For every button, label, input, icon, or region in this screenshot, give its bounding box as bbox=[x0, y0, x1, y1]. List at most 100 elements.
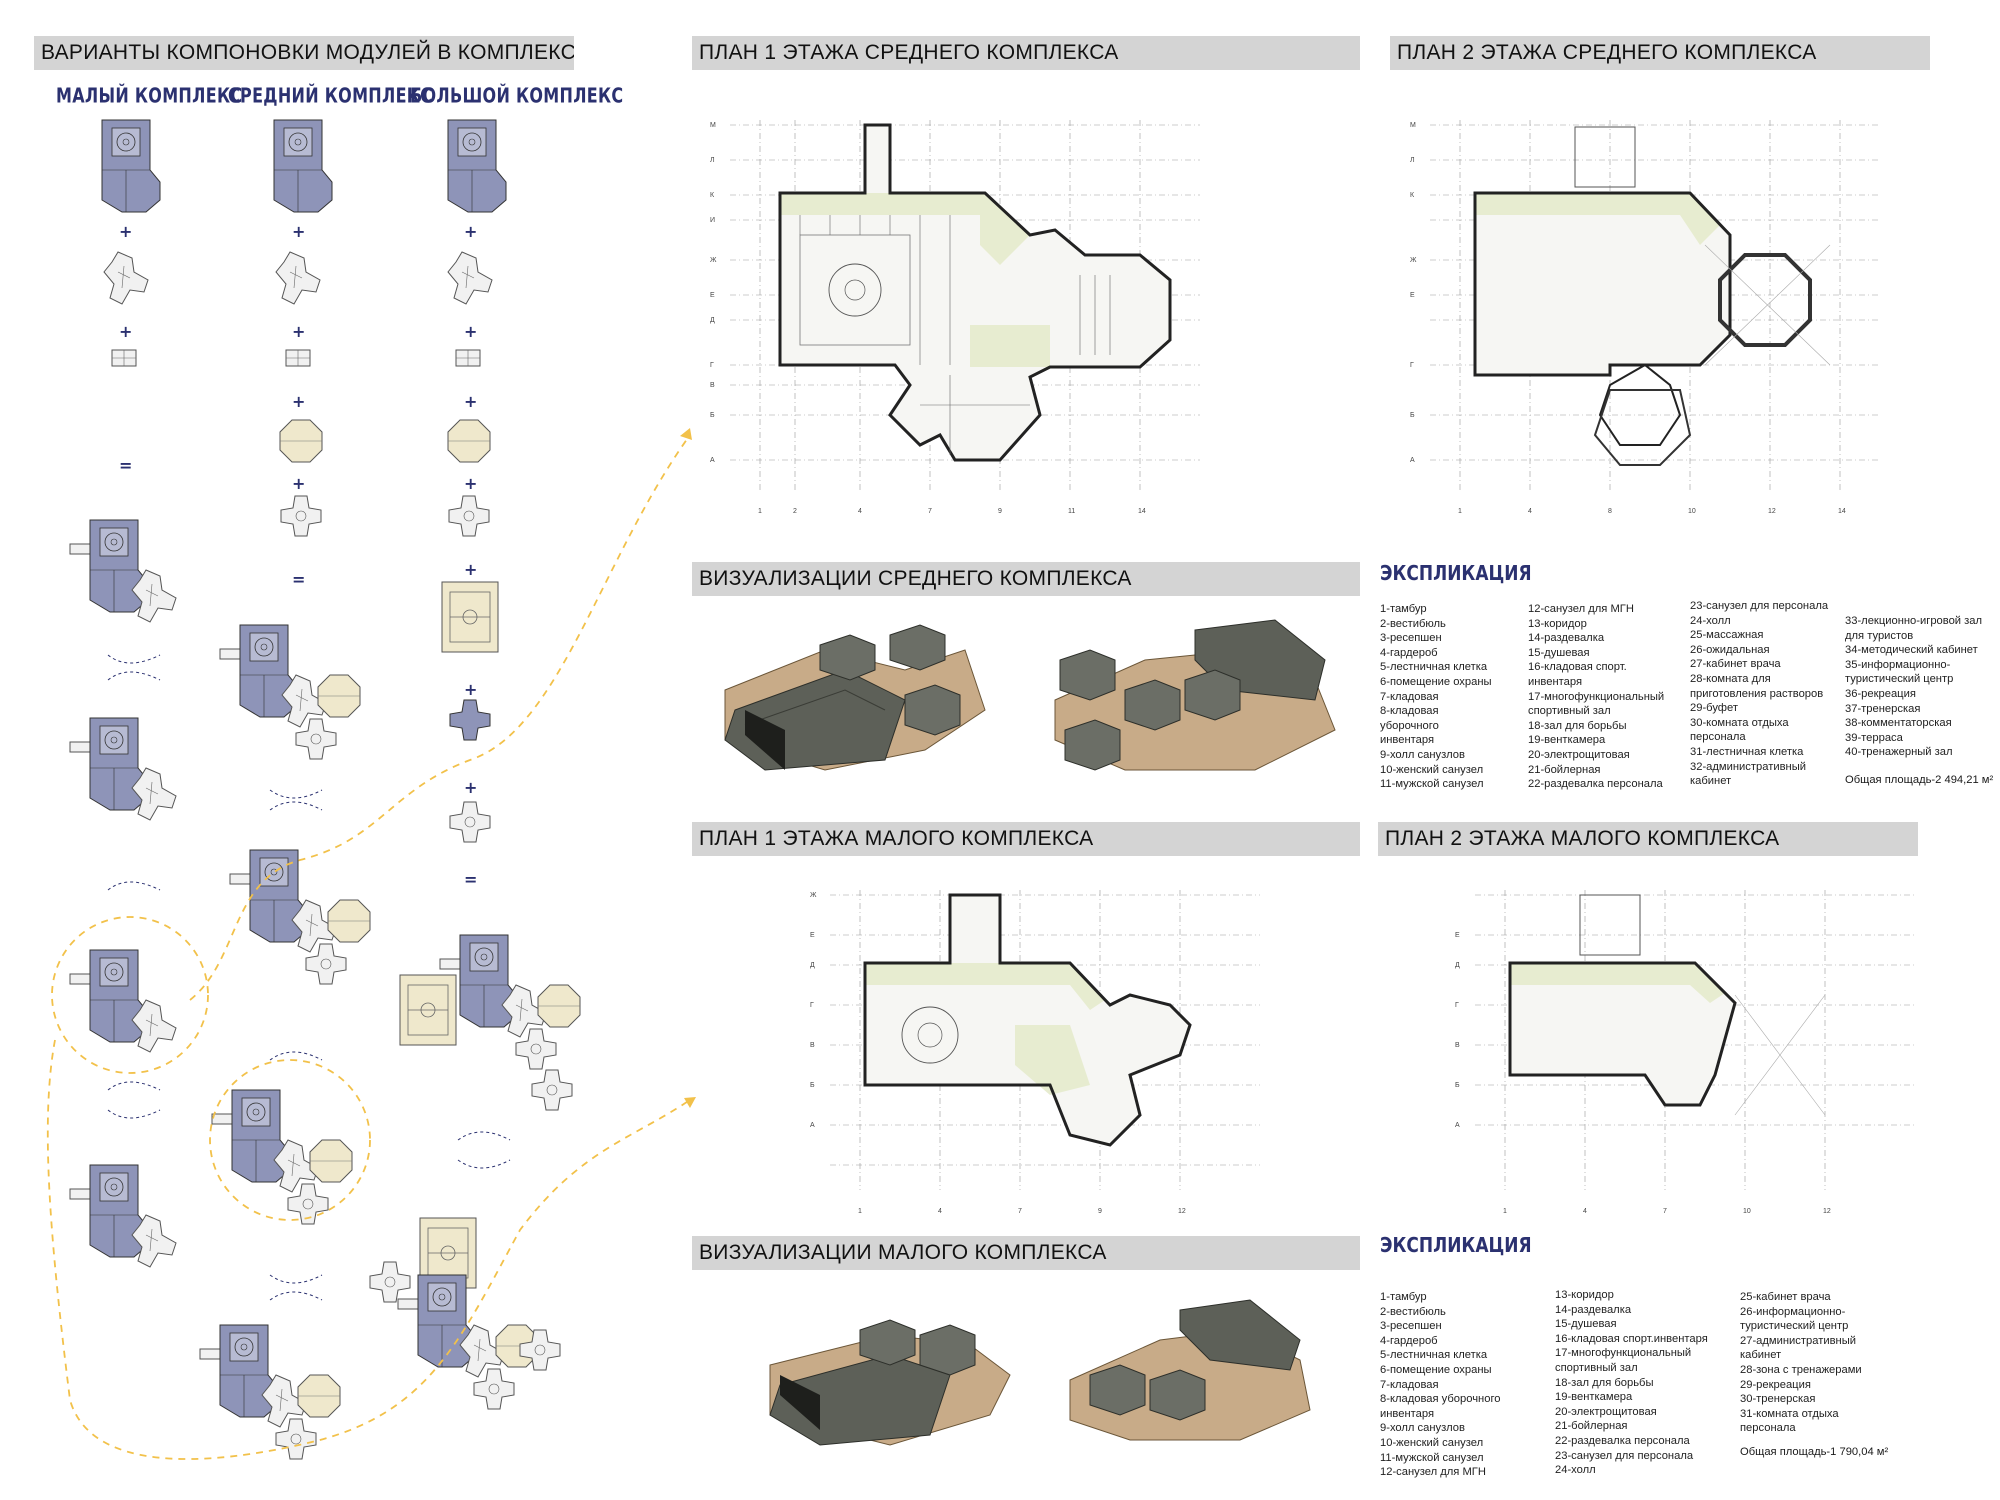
svg-text:В: В bbox=[810, 1042, 815, 1049]
svg-text:А: А bbox=[1455, 1122, 1460, 1129]
svg-text:9: 9 bbox=[1098, 1208, 1102, 1215]
svg-text:Б: Б bbox=[1410, 412, 1415, 419]
header-vis-mid: ВИЗУАЛИЗАЦИИ СРЕДНЕГО КОМПЛЕКСА bbox=[692, 562, 1360, 596]
svg-text:Г: Г bbox=[1455, 1002, 1459, 1009]
svg-text:14: 14 bbox=[1138, 508, 1146, 515]
visualization-mid-left bbox=[724, 624, 986, 771]
svg-text:8: 8 bbox=[1608, 508, 1612, 515]
column-head-small: МАЛЫЙ КОМПЛЕКС bbox=[56, 83, 243, 108]
svg-text:4: 4 bbox=[1528, 508, 1532, 515]
svg-text:1: 1 bbox=[1503, 1208, 1507, 1215]
svg-text:Д: Д bbox=[710, 317, 715, 324]
header-plan2-mid: ПЛАН 2 ЭТАЖА СРЕДНЕГО КОМПЛЕКСА bbox=[1390, 36, 1930, 70]
svg-text:Г: Г bbox=[1410, 362, 1414, 369]
svg-text:4: 4 bbox=[938, 1208, 942, 1215]
svg-text:10: 10 bbox=[1743, 1208, 1751, 1215]
svg-text:7: 7 bbox=[928, 508, 932, 515]
svg-text:В: В bbox=[710, 382, 715, 389]
plus-symbol: + bbox=[464, 322, 478, 341]
equals-symbol: = bbox=[464, 870, 478, 889]
svg-text:Б: Б bbox=[710, 412, 715, 419]
svg-text:Д: Д bbox=[810, 962, 815, 969]
svg-text:Г: Г bbox=[710, 362, 714, 369]
svg-text:14: 14 bbox=[1838, 508, 1846, 515]
module-composition-diagram bbox=[46, 119, 696, 1460]
plus-symbol: + bbox=[292, 392, 306, 411]
svg-text:Б: Б bbox=[810, 1082, 815, 1089]
svg-text:А: А bbox=[1410, 457, 1415, 464]
svg-text:11: 11 bbox=[1068, 508, 1075, 515]
svg-text:2: 2 bbox=[793, 508, 797, 515]
header-vis-small: ВИЗУАЛИЗАЦИИ МАЛОГО КОМПЛЕКСА bbox=[692, 1236, 1360, 1270]
svg-text:1: 1 bbox=[858, 1208, 862, 1215]
svg-text:1: 1 bbox=[758, 508, 762, 515]
plus-symbol: + bbox=[464, 222, 478, 241]
visualization-mid-right bbox=[1054, 619, 1336, 771]
svg-text:Е: Е bbox=[1410, 292, 1415, 299]
svg-text:10: 10 bbox=[1688, 508, 1696, 515]
svg-text:В: В bbox=[1455, 1042, 1460, 1049]
total-area-mid: Общая площадь-2 494,21 м² bbox=[1845, 774, 1994, 786]
header-plan1-mid: ПЛАН 1 ЭТАЖА СРЕДНЕГО КОМПЛЕКСА bbox=[692, 36, 1360, 70]
plus-symbol: + bbox=[464, 778, 478, 797]
equals-symbol: = bbox=[292, 570, 306, 589]
header-plan1-small: ПЛАН 1 ЭТАЖА МАЛОГО КОМПЛЕКСА bbox=[692, 822, 1360, 856]
plus-symbol: + bbox=[464, 680, 478, 699]
svg-text:12: 12 bbox=[1768, 508, 1776, 515]
svg-text:4: 4 bbox=[858, 508, 862, 515]
svg-text:Ж: Ж bbox=[710, 257, 717, 264]
svg-text:И: И bbox=[710, 217, 715, 224]
svg-text:М: М bbox=[1410, 122, 1416, 129]
svg-text:12: 12 bbox=[1178, 1208, 1186, 1215]
plus-symbol: + bbox=[292, 222, 306, 241]
svg-text:12: 12 bbox=[1823, 1208, 1831, 1215]
svg-text:Ж: Ж bbox=[1410, 257, 1417, 264]
svg-text:Ж: Ж bbox=[810, 892, 817, 899]
svg-text:4: 4 bbox=[1583, 1208, 1587, 1215]
svg-text:К: К bbox=[1410, 192, 1415, 199]
svg-text:Д: Д bbox=[1455, 962, 1460, 969]
plus-symbol: + bbox=[119, 222, 133, 241]
svg-text:Л: Л bbox=[710, 157, 715, 164]
svg-text:7: 7 bbox=[1018, 1208, 1022, 1215]
svg-text:К: К bbox=[710, 192, 715, 199]
explication-title-small: ЭКСПЛИКАЦИЯ bbox=[1380, 1234, 1532, 1258]
header-plan2-small: ПЛАН 2 ЭТАЖА МАЛОГО КОМПЛЕКСА bbox=[1378, 822, 1918, 856]
svg-text:1: 1 bbox=[1458, 508, 1462, 515]
visualization-small-right bbox=[1069, 1299, 1311, 1441]
column-head-large: БОЛЬШОЙ КОМПЛЕКС bbox=[410, 83, 624, 108]
svg-text:7: 7 bbox=[1663, 1208, 1667, 1215]
floor-plan-2-small: Е Д Г В Б А 1 4 7 10 12 bbox=[1455, 890, 1915, 1215]
svg-text:А: А bbox=[710, 457, 715, 464]
plus-symbol: + bbox=[119, 322, 133, 341]
svg-text:Е: Е bbox=[1455, 932, 1460, 939]
plus-symbol: + bbox=[292, 474, 306, 493]
equals-symbol: = bbox=[119, 456, 133, 475]
column-head-mid: СРЕДНИЙ КОМПЛЕКС bbox=[228, 83, 433, 108]
total-area-small: Общая площадь-1 790,04 м² bbox=[1740, 1446, 1889, 1458]
svg-text:М: М bbox=[710, 122, 716, 129]
svg-text:Е: Е bbox=[710, 292, 715, 299]
visualization-small-left bbox=[769, 1319, 1011, 1446]
svg-text:Б: Б bbox=[1455, 1082, 1460, 1089]
svg-text:Г: Г bbox=[810, 1002, 814, 1009]
plus-symbol: + bbox=[464, 392, 478, 411]
svg-text:Л: Л bbox=[1410, 157, 1415, 164]
svg-text:Е: Е bbox=[810, 932, 815, 939]
floor-plan-1-mid: М Л К И Ж Е Д Г В Б А 1 2 4 7 9 11 14 bbox=[710, 120, 1200, 515]
plus-symbol: + bbox=[464, 474, 478, 493]
floor-plan-1-small: Ж Е Д Г В Б А 1 4 7 9 12 bbox=[810, 890, 1260, 1215]
svg-text:9: 9 bbox=[998, 508, 1002, 515]
plus-symbol: + bbox=[292, 322, 306, 341]
svg-text:А: А bbox=[810, 1122, 815, 1129]
explication-title-mid: ЭКСПЛИКАЦИЯ bbox=[1380, 562, 1532, 586]
header-variants: ВАРИАНТЫ КОМПОНОВКИ МОДУЛЕЙ В КОМПЛЕКСЫ bbox=[34, 36, 574, 70]
